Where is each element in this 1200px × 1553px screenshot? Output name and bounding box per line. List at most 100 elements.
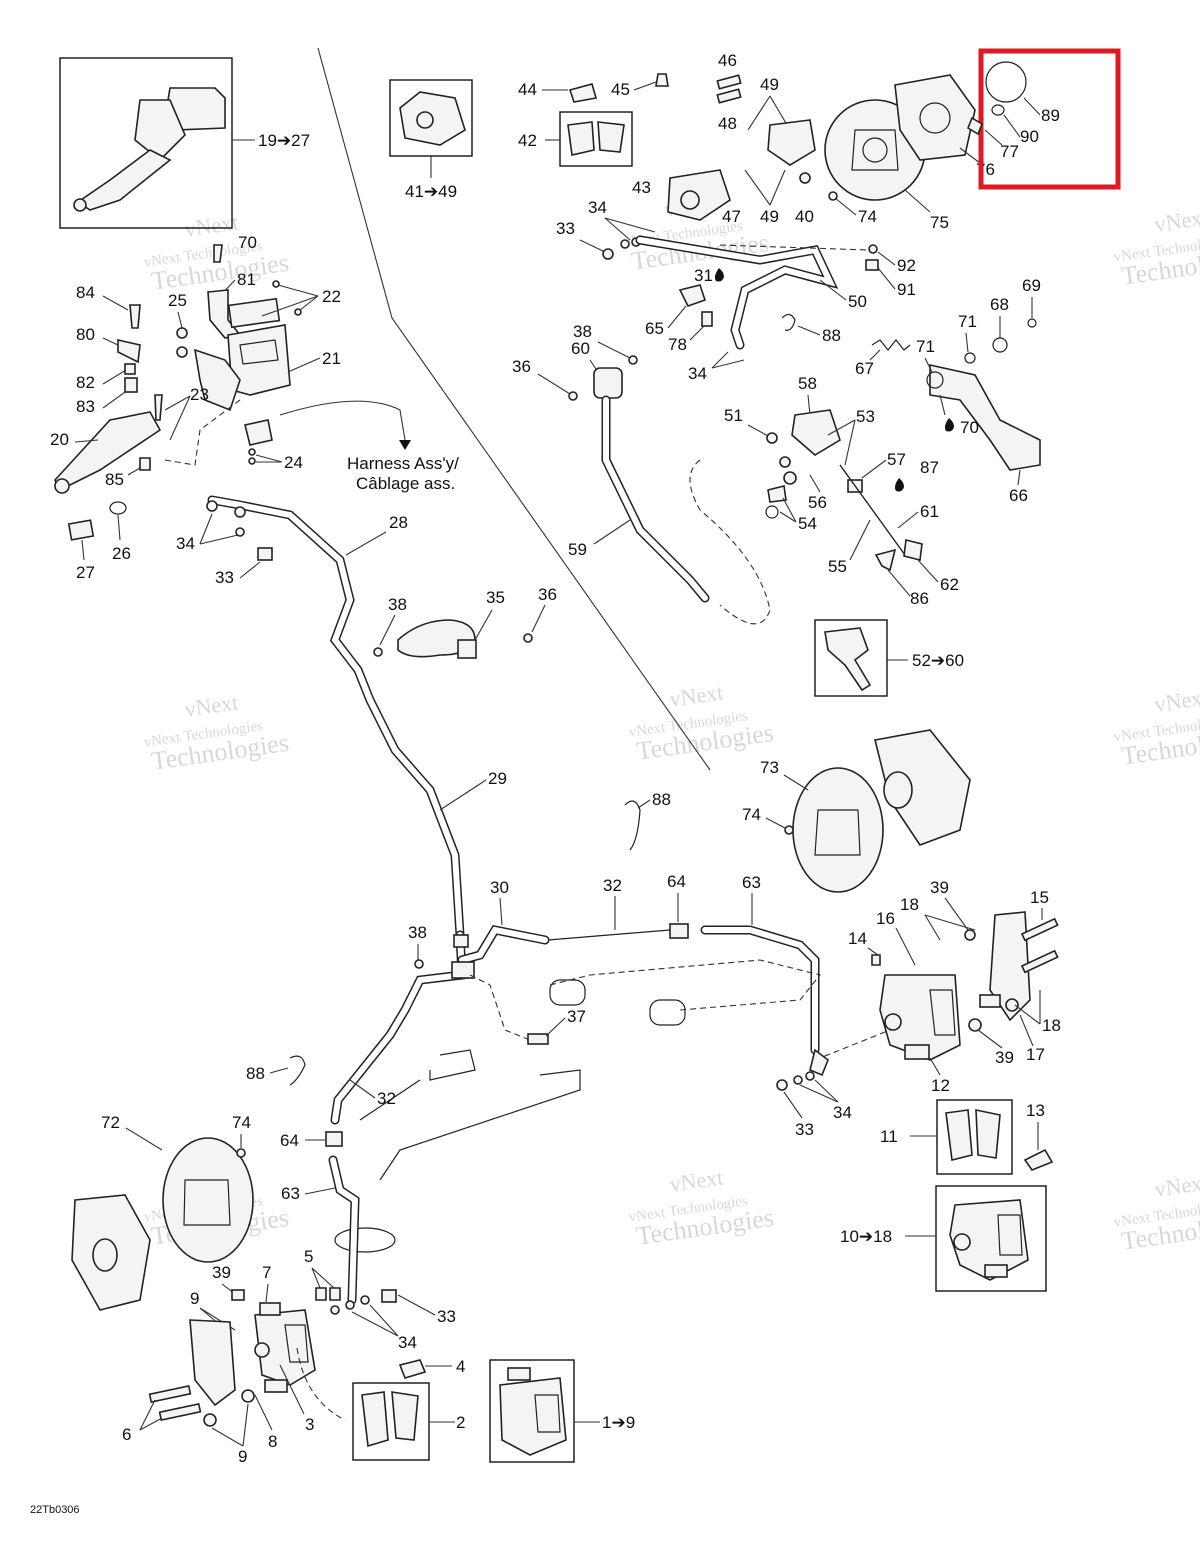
callout-75: 75 xyxy=(930,213,949,232)
front-caliper-12-part xyxy=(879,974,961,1061)
callout-23: 23 xyxy=(190,385,209,404)
bleeder-part xyxy=(655,73,669,87)
callout-40: 40 xyxy=(795,207,814,226)
brake-lever-20-part xyxy=(54,411,162,489)
linkage-bracket-part xyxy=(791,409,841,456)
caliper-box-1-9: 1➔9 xyxy=(489,1359,635,1463)
callout-70b: 70 xyxy=(238,233,257,252)
callout-28: 28 xyxy=(389,513,408,532)
callout-39c: 39 xyxy=(212,1263,231,1282)
callout-58: 58 xyxy=(798,374,817,393)
fitting-64b-part xyxy=(325,1131,343,1147)
diagram-id-label: 22Tb0306 xyxy=(30,1504,80,1516)
callout-12: 12 xyxy=(931,1076,950,1095)
section-divider-line xyxy=(317,47,711,771)
rear-hose-group: 34 33 50 92 91 31 65 78 34 88 xyxy=(556,198,916,383)
callout-81: 81 xyxy=(237,270,256,289)
hub-plate-part xyxy=(894,74,976,161)
callout-34e: 34 xyxy=(398,1333,417,1352)
callout-51: 51 xyxy=(724,406,743,425)
callout-90: 90 xyxy=(1020,127,1039,146)
callout-43: 43 xyxy=(632,178,651,197)
callout-42: 42 xyxy=(518,131,537,150)
callout-64a: 64 xyxy=(667,872,686,891)
cable-tie-88b: 88 xyxy=(624,790,671,851)
brake-pedal-66-part xyxy=(929,364,1041,471)
watermark-text: vNext xyxy=(183,689,240,721)
callout-25: 25 xyxy=(168,291,187,310)
callout-88b: 88 xyxy=(652,790,671,809)
rear-caliper-cluster: 44 45 46 49 48 43 47 49 40 xyxy=(518,51,816,226)
callout-78: 78 xyxy=(668,335,687,354)
callout-10-18: 10➔18 xyxy=(840,1227,892,1246)
pads-box-2: 2 xyxy=(352,1382,465,1461)
callout-83: 83 xyxy=(76,397,95,416)
callout-4: 4 xyxy=(456,1357,465,1376)
callout-63a: 63 xyxy=(742,873,761,892)
callout-68: 68 xyxy=(990,295,1009,314)
callout-19-27: 19➔27 xyxy=(258,131,310,150)
rear-caliper-part xyxy=(667,169,731,221)
callout-74b: 74 xyxy=(742,805,761,824)
caliper-assembly-box-41-49: 41➔49 xyxy=(389,79,473,201)
callout-53: 53 xyxy=(856,407,875,426)
callout-60: 60 xyxy=(571,339,590,358)
callout-71b: 71 xyxy=(916,337,935,356)
callout-33d: 33 xyxy=(437,1307,456,1326)
callout-22: 22 xyxy=(322,287,341,306)
watermark-text: vNext xyxy=(1153,204,1200,236)
callout-34b: 34 xyxy=(688,364,707,383)
callout-49b: 49 xyxy=(760,207,779,226)
spring-67-part xyxy=(871,339,911,351)
callout-84: 84 xyxy=(76,283,95,302)
callout-49a: 49 xyxy=(760,75,779,94)
disc-72-part xyxy=(162,1137,254,1263)
handlebar-master-cylinder-group: 70 81 22 21 84 25 80 82 83 23 20 xyxy=(50,233,459,582)
watermark-text: vNext xyxy=(183,209,240,241)
callout-47: 47 xyxy=(722,207,741,226)
front-pads-box-11: 11 13 xyxy=(880,1099,1054,1175)
callout-30: 30 xyxy=(490,878,509,897)
callout-3: 3 xyxy=(305,1415,314,1434)
callout-92: 92 xyxy=(897,256,916,275)
callout-38c: 38 xyxy=(408,923,427,942)
callout-38a: 38 xyxy=(573,322,592,341)
watermark-text: vNext xyxy=(1153,684,1200,716)
master-cylinder-assembly-box: 19➔27 xyxy=(59,57,310,229)
reservoir-cap-part xyxy=(227,297,281,329)
hose-clamp-35-group: 38 35 36 xyxy=(373,585,557,659)
callout-17: 17 xyxy=(1026,1045,1045,1064)
rear-brake-disc: 75 74 76 xyxy=(824,74,995,232)
suspension-arms-outline xyxy=(334,959,821,1253)
rear-reservoir-group: 38 60 36 59 xyxy=(512,322,771,625)
callout-39b: 39 xyxy=(995,1048,1014,1067)
callout-29: 29 xyxy=(488,769,507,788)
callout-6: 6 xyxy=(122,1425,131,1444)
callout-89: 89 xyxy=(1041,106,1060,125)
callout-61: 61 xyxy=(920,502,939,521)
o-ring-90-part xyxy=(991,104,1005,116)
clip-part xyxy=(568,83,598,103)
master-cylinder-body-part xyxy=(134,99,186,162)
callout-33b: 33 xyxy=(215,568,234,587)
cable-tie-part xyxy=(781,313,796,331)
callout-55: 55 xyxy=(828,557,847,576)
callout-46: 46 xyxy=(718,51,737,70)
callout-66: 66 xyxy=(1009,486,1028,505)
callout-87: 87 xyxy=(920,458,939,477)
pedal-assembly-box-52-60: 52➔60 xyxy=(814,619,964,697)
arrow-head-icon xyxy=(399,440,411,450)
callout-48: 48 xyxy=(718,114,737,133)
callout-9a: 9 xyxy=(190,1289,199,1308)
callout-11: 11 xyxy=(880,1127,898,1146)
callout-77: 77 xyxy=(1000,142,1019,161)
callout-16: 16 xyxy=(876,909,895,928)
callout-18b: 18 xyxy=(1042,1016,1061,1035)
harness-leader xyxy=(279,400,406,441)
callout-71a: 71 xyxy=(958,312,977,331)
caliper-bracket-18-part xyxy=(989,911,1031,1022)
highlighted-parts-box: 89 90 77 xyxy=(967,48,1121,190)
callout-80: 80 xyxy=(76,325,95,344)
disc-73-part xyxy=(792,767,884,893)
callout-65: 65 xyxy=(645,319,664,338)
